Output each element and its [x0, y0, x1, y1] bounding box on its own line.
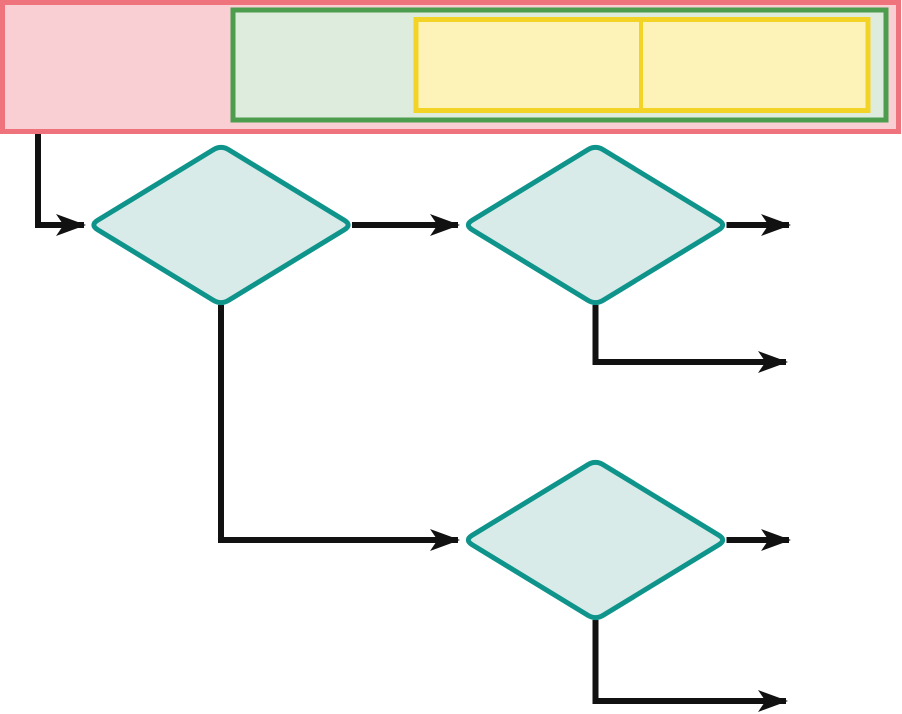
connector-decision-3-down-exit: [592, 620, 788, 712]
decision-diamond-1: [91, 144, 351, 306]
decision-diamond-2: [465, 144, 726, 306]
connector-start-to-decision-1: [35, 134, 86, 236]
connector-decision-1-to-decision-3: [218, 305, 460, 551]
connector-decision-2-down-exit: [592, 305, 788, 373]
decision-diamond-3: [465, 459, 726, 621]
